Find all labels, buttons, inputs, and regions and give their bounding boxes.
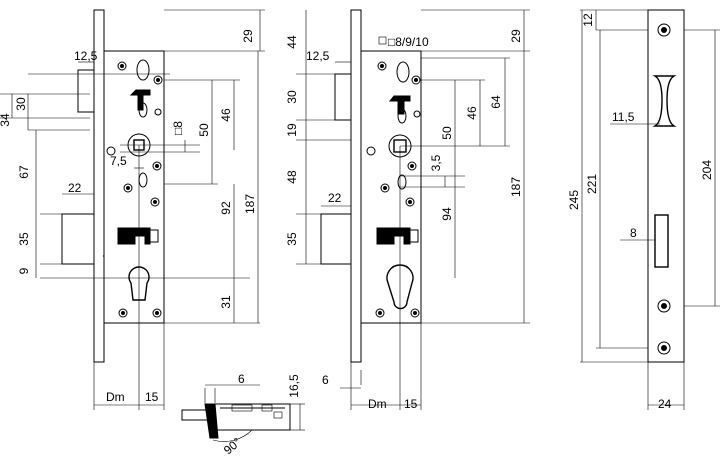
cylinder-cutout <box>386 264 414 310</box>
bolt-mechanism <box>117 227 151 245</box>
fixing-hole <box>657 341 671 355</box>
dim-245: 245 <box>567 190 581 210</box>
fixing-hole <box>657 299 671 313</box>
screw <box>377 61 387 71</box>
bolt-side-detail: 6 16,5 90° <box>181 372 305 457</box>
dim-67: 67 <box>17 165 31 179</box>
rivet <box>413 110 421 118</box>
screw <box>153 75 163 85</box>
dim-dm: Dm <box>368 397 387 411</box>
dim-6: 6 <box>322 373 329 387</box>
screw <box>407 161 417 171</box>
screw <box>375 308 385 318</box>
dim-187: 187 <box>243 194 257 214</box>
dim-221: 221 <box>585 174 599 194</box>
dim-187: 187 <box>509 177 523 197</box>
dim-22: 22 <box>328 191 342 205</box>
lock-case <box>103 50 165 324</box>
dim-12-5: 12,5 <box>306 49 330 63</box>
dim-94: 94 <box>440 207 454 221</box>
screw <box>380 183 390 193</box>
latch-spring-lever <box>129 89 151 111</box>
screw <box>152 161 162 171</box>
screw <box>405 197 415 207</box>
view-2-centre-lines <box>296 9 530 410</box>
fixing-hole <box>657 23 671 37</box>
faceplate <box>350 9 362 363</box>
deadbolt <box>61 213 95 265</box>
faceplate-section <box>204 403 219 439</box>
lock-body-view-2 <box>320 9 422 363</box>
latch-spring-lever <box>388 95 411 115</box>
dim-24: 24 <box>658 397 672 411</box>
screw <box>411 75 421 85</box>
screw <box>150 197 160 207</box>
dim-50: 50 <box>197 123 211 137</box>
dim-3-5: 3,5 <box>429 154 443 171</box>
dim-31: 31 <box>219 295 233 309</box>
dim-9: 9 <box>17 267 31 274</box>
latch <box>77 69 95 113</box>
faceplate-front-view: 12 11,5 245 221 204 8 24 <box>567 9 720 411</box>
dim-dm: Dm <box>106 390 125 404</box>
dim-46: 46 <box>219 108 233 122</box>
latch-lever <box>396 61 410 83</box>
dim-48: 48 <box>285 170 299 184</box>
dim-44: 44 <box>285 35 299 49</box>
dim-11-5: 11,5 <box>612 110 635 124</box>
dim-7-5: 7,5 <box>110 154 127 168</box>
bolt-mechanism <box>376 227 411 245</box>
dim-92: 92 <box>219 201 233 215</box>
latch <box>334 73 352 121</box>
dim-30: 30 <box>285 90 299 104</box>
view-2-dimension-labels: □8/9/10 29 44 12,5 30 19 46 64 50 3,5 48… <box>285 29 523 411</box>
screw <box>118 308 128 318</box>
latch-lever <box>136 59 150 81</box>
dim-22: 22 <box>68 181 82 195</box>
view-2-dimension-lines <box>305 10 525 406</box>
dim-50: 50 <box>440 126 454 140</box>
slot <box>138 102 148 118</box>
dim-15: 15 <box>404 397 418 411</box>
faceplate-front <box>647 9 685 363</box>
dim-square-8: □8 <box>171 121 185 135</box>
slot <box>397 108 407 124</box>
dim-16-5: 16,5 <box>287 374 301 398</box>
slot <box>397 174 407 190</box>
mounting-hole <box>106 146 116 156</box>
view-1-dimension-lines <box>11 10 261 406</box>
dim-square-8-9-10: □8/9/10 <box>388 35 429 49</box>
rivet <box>154 108 162 116</box>
dim-64: 64 <box>489 95 503 109</box>
dim-19: 19 <box>285 123 299 137</box>
dim-29: 29 <box>509 29 523 43</box>
dim-34: 34 <box>0 113 12 127</box>
dim-30: 30 <box>14 97 28 111</box>
dim-8: 8 <box>630 226 637 240</box>
dim-35: 35 <box>285 232 299 246</box>
view-1-centre-lines <box>0 9 265 410</box>
bolt-opening <box>654 214 669 268</box>
dim-29: 29 <box>241 29 255 43</box>
dim-35: 35 <box>17 232 31 246</box>
dim-204: 204 <box>700 160 714 180</box>
dim-15: 15 <box>145 390 159 404</box>
cylinder-cutout <box>128 266 150 301</box>
dim-12-5: 12,5 <box>74 49 98 63</box>
slot <box>138 172 148 188</box>
dim-6: 6 <box>238 372 245 386</box>
screw <box>117 61 127 71</box>
screw <box>123 183 133 193</box>
screw <box>152 308 162 318</box>
screw <box>410 308 420 318</box>
latch-opening <box>652 75 677 127</box>
view-1-dimension-labels: 29 12,5 30 34 46 □8 50 7,5 67 22 92 187 … <box>0 29 257 404</box>
dim-46: 46 <box>465 106 479 120</box>
dim-12: 12 <box>581 13 595 27</box>
deadbolt <box>320 213 352 265</box>
mounting-hole <box>366 146 376 156</box>
